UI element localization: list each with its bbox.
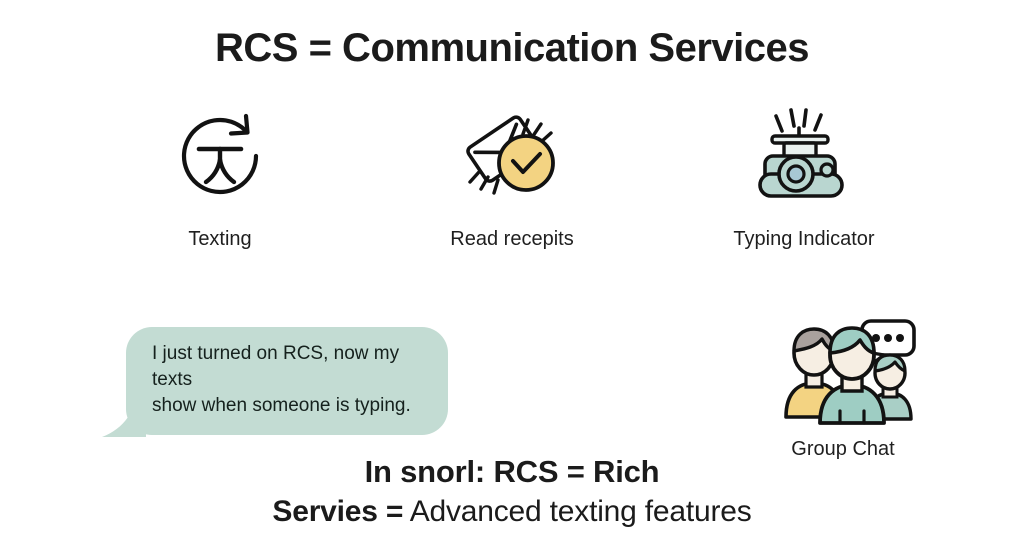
bubble-tail [102, 397, 146, 437]
feature-texting: Texting [110, 100, 330, 251]
feature-label-read-receipts: Read recepits [450, 228, 574, 250]
envelope-check-icon [453, 100, 571, 212]
bubble-body: I just turned on RCS, now my texts show … [102, 327, 448, 437]
group-people-chat-icon [768, 305, 918, 430]
chat-message-bubble: I just turned on RCS, now my texts show … [102, 327, 448, 437]
bubble-line-2: show when someone is typing. [152, 395, 411, 416]
feature-row: Texting Read recepit [0, 100, 1024, 251]
feature-read-receipts: Read recepits [402, 100, 622, 251]
feature-label-texting: Texting [188, 228, 252, 250]
refresh-arrow-icon [168, 100, 272, 212]
summary-line-2-rest: Advanced texting features [403, 495, 752, 528]
summary-block: In snorl: RCS = Rich Servies = Advanced … [0, 452, 1024, 532]
feature-label-typing-indicator: Typing Indicator [733, 228, 875, 250]
typing-device-icon [748, 100, 860, 212]
bubble-line-1: I just turned on RCS, now my texts [152, 343, 400, 390]
summary-line-2: Servies = Advanced texting features [0, 492, 1024, 532]
group-chat-block: Group Chat [758, 305, 928, 461]
summary-line-1: In snorl: RCS = Rich [364, 454, 660, 489]
summary-line-2-bold: Servies = [272, 495, 404, 528]
group-chat-label: Group Chat [791, 438, 895, 460]
feature-typing-indicator: Typing Indicator [694, 100, 914, 251]
page-title: RCS = Communication Services [215, 26, 809, 70]
